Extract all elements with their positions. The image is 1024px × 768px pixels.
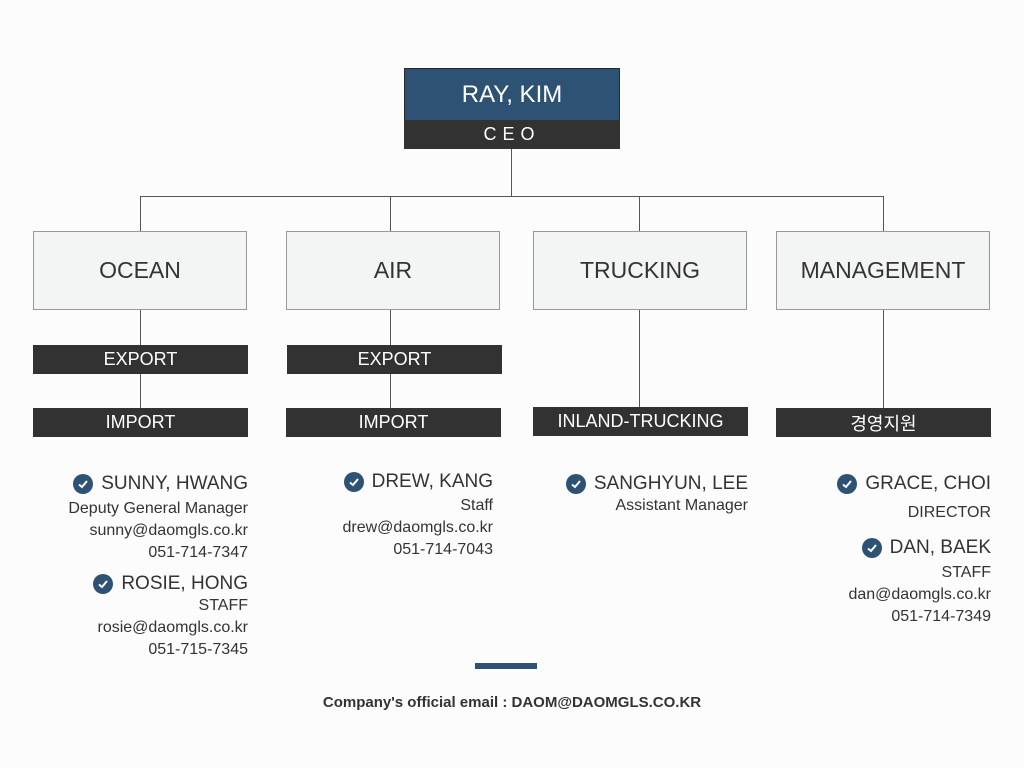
person-name: SANGHYUN, LEE [593, 473, 748, 494]
person-role: STAFF [198, 597, 248, 614]
person-card: ROSIE, HONG STAFF rosie@daomgls.co.kr 05… [93, 573, 248, 661]
person-email: drew@daomgls.co.kr [342, 519, 493, 536]
person-card: SANGHYUN, LEE Assistant Manager [565, 473, 748, 517]
person-email: dan@daomgls.co.kr [848, 586, 991, 603]
dept-trucking: TRUCKING [533, 231, 747, 310]
person-phone: 051-714-7349 [891, 608, 991, 625]
check-icon [73, 474, 94, 494]
ocean-import-bar: IMPORT [33, 408, 248, 437]
person-phone: 051-714-7347 [148, 544, 248, 561]
person-name: SUNNY, HWANG [101, 473, 248, 494]
check-icon [837, 474, 858, 494]
person-name: DAN, BAEK [889, 537, 991, 558]
dept-air: AIR [286, 231, 500, 310]
person-name: DREW, KANG [371, 471, 493, 492]
person-card: DREW, KANG Staff drew@daomgls.co.kr 051-… [342, 471, 493, 561]
ceo-name: RAY, KIM [404, 68, 620, 120]
connector-ceo-down [511, 149, 512, 196]
ceo-title: CEO [404, 120, 620, 149]
person-name: ROSIE, HONG [121, 573, 248, 594]
dept-management: MANAGEMENT [776, 231, 990, 310]
person-phone: 051-714-7043 [393, 541, 493, 558]
air-export-bar: EXPORT [287, 345, 502, 374]
air-import-bar: IMPORT [286, 408, 501, 437]
check-icon [861, 538, 882, 558]
footer-email: Company's official email : DAOM@DAOMGLS.… [322, 694, 702, 711]
check-icon [93, 574, 114, 594]
person-role: Deputy General Manager [68, 500, 248, 517]
connector-trucking [639, 196, 640, 231]
connector-trucking-subs [639, 310, 640, 408]
check-icon [343, 472, 364, 492]
person-role: DIRECTOR [907, 504, 991, 521]
person-phone: 051-715-7345 [148, 641, 248, 658]
connector-management [883, 196, 884, 231]
ocean-export-bar: EXPORT [33, 345, 248, 374]
person-email: sunny@daomgls.co.kr [89, 522, 248, 539]
person-role: Assistant Manager [615, 497, 748, 514]
management-support-bar: 경영지원 [776, 408, 991, 437]
person-role: Staff [460, 497, 493, 514]
person-name: GRACE, CHOI [865, 473, 991, 494]
check-icon [565, 474, 586, 494]
trucking-inland-bar: INLAND-TRUCKING [533, 407, 748, 436]
person-role: STAFF [941, 564, 991, 581]
connector-management-subs [883, 310, 884, 408]
person-card: SUNNY, HWANG Deputy General Manager sunn… [68, 473, 248, 564]
connector-air [390, 196, 391, 231]
connector-ocean [140, 196, 141, 231]
dept-ocean: OCEAN [33, 231, 247, 310]
person-email: rosie@daomgls.co.kr [97, 619, 248, 636]
person-card: DAN, BAEK STAFF dan@daomgls.co.kr 051-71… [848, 537, 991, 628]
connector-horizontal [140, 196, 884, 197]
accent-divider [475, 663, 537, 669]
person-card: GRACE, CHOI DIRECTOR [837, 473, 991, 524]
